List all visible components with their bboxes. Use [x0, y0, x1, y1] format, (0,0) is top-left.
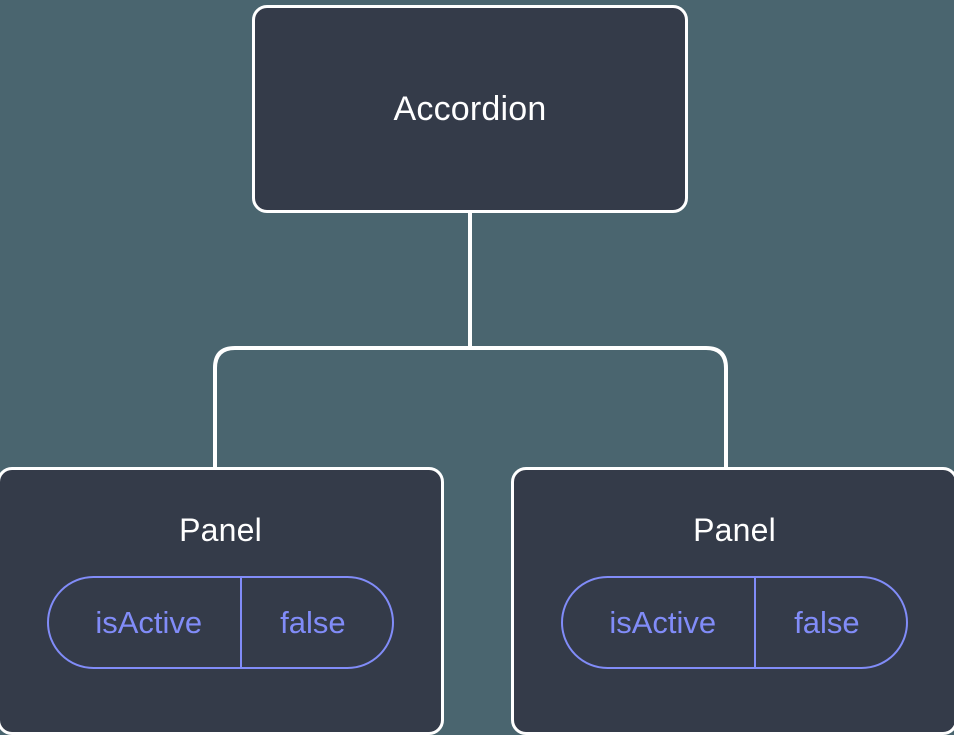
prop-badge-key-left: isActive [49, 578, 243, 667]
tree-node-accordion[interactable]: Accordion [252, 5, 688, 213]
prop-badge-value-right: false [794, 605, 860, 640]
edge-bus-right [470, 346, 728, 470]
tree-node-panel-right[interactable]: Panel isActive false [511, 467, 954, 735]
prop-badge-value-left: false [280, 605, 346, 640]
edge-bus-left [213, 346, 470, 470]
node-title-panel-left: Panel [179, 512, 262, 548]
node-title-panel-right: Panel [693, 512, 776, 548]
prop-badge-left[interactable]: isActive false [47, 576, 394, 669]
prop-badge-key-right: isActive [563, 578, 757, 667]
node-title-accordion: Accordion [393, 90, 547, 128]
prop-badge-right[interactable]: isActive false [561, 576, 908, 669]
tree-node-panel-left[interactable]: Panel isActive false [0, 467, 444, 735]
